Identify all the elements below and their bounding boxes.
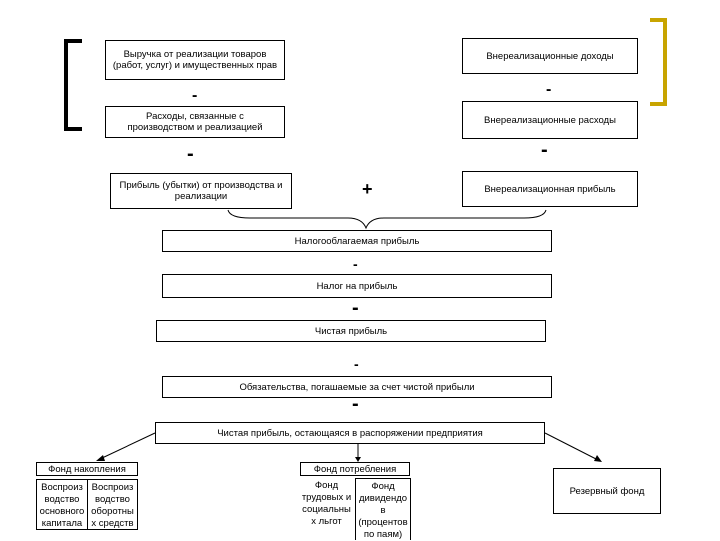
production-expenses-label: Расходы, связанные с производством и реа… bbox=[127, 111, 263, 133]
non-operating-income-box: Внереализационные доходы bbox=[462, 38, 638, 74]
fixed-capital-line: капитала bbox=[41, 518, 83, 529]
non-operating-income-label: Внереализационные доходы bbox=[486, 50, 614, 62]
right-bracket bbox=[650, 18, 667, 106]
production-expenses-box: Расходы, связанные с производством и реа… bbox=[105, 106, 285, 138]
arrowhead-reserve bbox=[594, 455, 602, 462]
plus-operator: + bbox=[362, 179, 373, 199]
arrow-to-reserve bbox=[544, 432, 599, 461]
fixed-capital-cell: Воспроиз водство основного капитала bbox=[36, 479, 88, 530]
dividends-cell: Фонд дивидендо в (процентов по паям) bbox=[355, 478, 411, 540]
working-capital-line: Воспроиз bbox=[91, 482, 134, 493]
working-capital-line: оборотны bbox=[91, 506, 134, 517]
fixed-capital-line: основного bbox=[39, 506, 85, 517]
minus-operator: - bbox=[352, 297, 359, 319]
arrowhead-consumption bbox=[355, 457, 361, 462]
obligations-box: Обязательства, погашаемые за счет чистой… bbox=[162, 376, 552, 398]
minus-operator: - bbox=[546, 81, 552, 98]
working-capital-line: х средств bbox=[91, 518, 134, 529]
obligations-label: Обязательства, погашаемые за счет чистой… bbox=[239, 381, 475, 393]
net-profit-box: Чистая прибыль bbox=[156, 320, 546, 342]
fixed-capital-line: Воспроиз bbox=[41, 482, 83, 493]
consumption-fund-label: Фонд потребления bbox=[313, 463, 397, 475]
net-profit-label: Чистая прибыль bbox=[314, 325, 388, 337]
minus-operator: - bbox=[192, 87, 198, 104]
profit-tax-label: Налог на прибыль bbox=[316, 280, 398, 292]
working-capital-cell: Воспроиз водство оборотны х средств bbox=[87, 479, 138, 530]
arrowhead-accumulation bbox=[96, 455, 105, 461]
production-profit-label: Прибыль (убытки) от производства и реали… bbox=[119, 180, 283, 202]
dividends-line: Фонд bbox=[371, 481, 395, 492]
revenue-box: Выручка от реализации товаров (работ, ус… bbox=[105, 40, 285, 80]
labor-benefits-line: Фонд bbox=[314, 480, 339, 491]
retained-profit-label: Чистая прибыль, остающаяся в распоряжени… bbox=[217, 427, 483, 439]
labor-benefits-column: Фонд трудовых и социальны х льгот bbox=[298, 480, 355, 528]
dividends-line: дивидендо bbox=[358, 493, 408, 504]
consumption-fund-title: Фонд потребления bbox=[300, 462, 410, 476]
labor-benefits-line: х льгот bbox=[311, 516, 342, 527]
left-bracket bbox=[64, 39, 82, 131]
minus-operator: - bbox=[187, 143, 194, 165]
reserve-fund-box: Резервный фонд bbox=[553, 468, 661, 514]
fixed-capital-line: водство bbox=[44, 494, 80, 505]
non-operating-profit-label: Внереализационная прибыль bbox=[484, 183, 616, 195]
arrow-to-accumulation bbox=[99, 432, 156, 460]
dividends-line: в bbox=[380, 505, 386, 516]
labor-benefits-line: трудовых и bbox=[301, 492, 352, 503]
taxable-profit-box: Налогооблагаемая прибыль bbox=[162, 230, 552, 252]
non-operating-profit-box: Внереализационная прибыль bbox=[462, 171, 638, 207]
minus-operator: - bbox=[353, 256, 358, 272]
production-profit-box: Прибыль (убытки) от производства и реали… bbox=[110, 173, 292, 209]
minus-operator: - bbox=[541, 139, 548, 161]
profit-tax-box: Налог на прибыль bbox=[162, 274, 552, 298]
labor-benefits-line: социальны bbox=[302, 504, 351, 515]
non-operating-expenses-box: Внереализационные расходы bbox=[462, 101, 638, 139]
minus-operator: - bbox=[354, 356, 359, 372]
working-capital-line: водство bbox=[95, 494, 130, 505]
accumulation-fund-title: Фонд накопления bbox=[36, 462, 138, 476]
minus-operator: - bbox=[352, 393, 359, 415]
reserve-fund-label: Резервный фонд bbox=[569, 485, 645, 497]
dividends-line: по паям) bbox=[363, 529, 403, 540]
taxable-profit-label: Налогооблагаемая прибыль bbox=[294, 235, 420, 247]
retained-profit-box: Чистая прибыль, остающаяся в распоряжени… bbox=[155, 422, 545, 444]
non-operating-expenses-label: Внереализационные расходы bbox=[484, 114, 616, 126]
accumulation-fund-label: Фонд накопления bbox=[48, 463, 126, 475]
dividends-line: (процентов bbox=[358, 517, 408, 528]
revenue-label: Выручка от реализации товаров (работ, ус… bbox=[112, 49, 278, 71]
curly-brace bbox=[227, 209, 547, 230]
